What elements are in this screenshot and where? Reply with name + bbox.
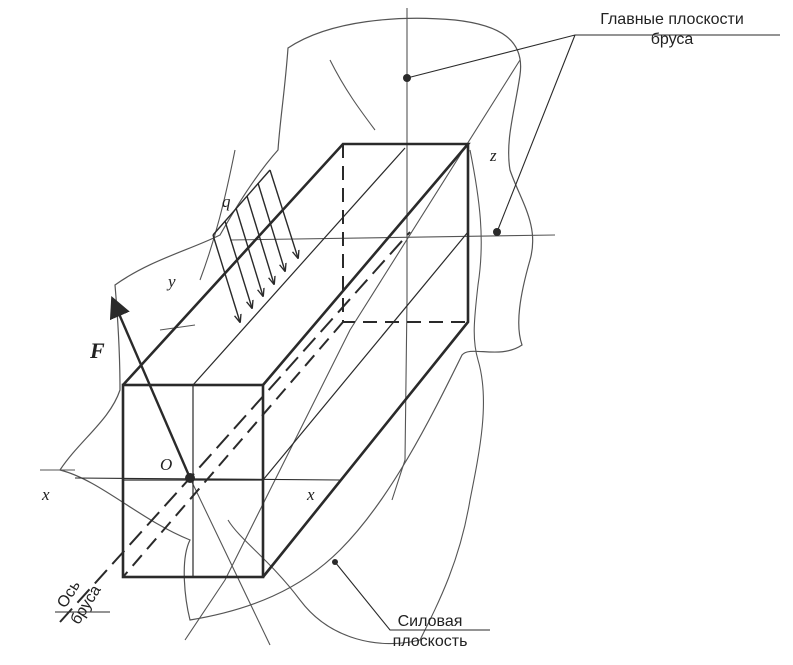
label-F: F (90, 338, 105, 363)
load-top-line (212, 169, 271, 236)
beam-right-edge (261, 144, 470, 578)
label-O: O (160, 455, 173, 474)
label-q: q (222, 192, 231, 211)
label-force-plane-line1: Силовая (397, 613, 463, 630)
load-arrow-5 (257, 182, 285, 271)
leader-dot-1 (403, 74, 411, 82)
origin-point (185, 473, 195, 483)
label-main-planes: Главные плоскости бруса (572, 10, 772, 50)
beam-top-face (122, 142, 471, 386)
plane-line-2 (391, 8, 408, 501)
leader-dot-3 (332, 559, 338, 565)
load-arrow-3 (235, 207, 263, 296)
leader-dot-2 (493, 228, 501, 236)
label-force-plane: Силовая плоскость (370, 612, 490, 652)
leader-force-plane (334, 561, 490, 631)
load-arrow-2 (224, 220, 252, 308)
principal-plane-outline (59, 17, 534, 621)
leader-lines (55, 34, 780, 631)
label-main-planes-line1: Главные плоскости (600, 11, 744, 28)
beam-axis-line (59, 231, 411, 623)
load-arrow-4 (246, 195, 274, 284)
plane-line-5 (189, 477, 271, 646)
label-y: y (168, 272, 176, 291)
plane-line-3 (229, 234, 556, 241)
load-arrow-6 (269, 169, 298, 258)
x-axis-line (74, 477, 341, 481)
label-force-plane-line2: плоскость (392, 633, 468, 650)
beam-side-midline (262, 231, 469, 481)
force-F-arrow (109, 296, 192, 479)
leader-main-planes (406, 34, 780, 233)
force-plane-outline (199, 59, 485, 645)
distributed-load-q (212, 169, 298, 322)
beam-box (121, 142, 471, 579)
plane-line-1 (184, 59, 521, 641)
beam-hidden-edges (122, 144, 468, 578)
label-x-left: x (42, 485, 50, 504)
label-x-right: x (307, 485, 315, 504)
plane-line-4 (159, 324, 196, 331)
label-main-planes-line2: бруса (650, 31, 694, 48)
beam-top-midline (192, 147, 406, 386)
label-z: z (490, 146, 497, 165)
load-arrow-1 (212, 234, 240, 322)
